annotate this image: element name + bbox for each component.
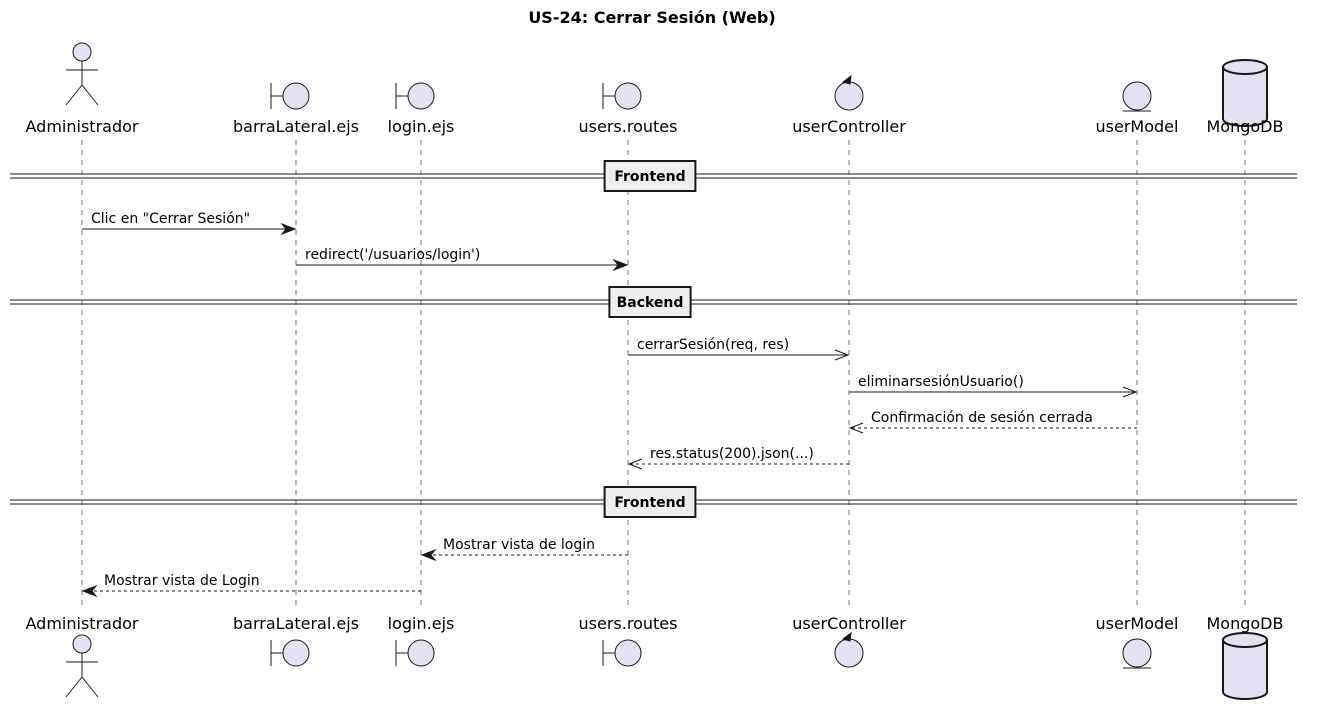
arrowhead	[420, 548, 437, 562]
participant-top-mongo: MongoDB	[1207, 59, 1284, 136]
divider-label: Backend	[617, 295, 684, 311]
participant-label: login.ejs	[388, 614, 455, 633]
participant-top-controller: userController	[792, 74, 906, 136]
participant-bottom-routes: users.routes	[579, 614, 678, 667]
actor-icon	[72, 42, 92, 62]
message-arrow: eliminarsesiónUsuario()	[849, 374, 1138, 398]
arrowhead	[848, 422, 864, 434]
message-arrow: Mostrar vista de login	[420, 537, 628, 562]
actor-icon	[81, 676, 99, 698]
divider-box	[603, 486, 697, 518]
divider-label: Frontend	[614, 169, 685, 185]
message-arrow: res.status(200).json(...)	[627, 446, 849, 470]
boundary-icon	[614, 82, 642, 110]
participant-bottom-login: login.ejs	[388, 614, 455, 667]
divider-frontend: Frontend	[10, 160, 1297, 192]
participant-label: userModel	[1096, 117, 1179, 136]
divider-box	[608, 286, 692, 318]
message-arrow: Mostrar vista de Login	[81, 573, 421, 598]
message-arrow: redirect('/usuarios/login')	[296, 247, 629, 272]
participant-bottom-admin: Administrador	[26, 614, 139, 698]
participant-top-admin: Administrador	[26, 42, 139, 136]
participant-label: barraLateral.ejs	[233, 117, 359, 136]
diagram-title: US-24: Cerrar Sesión (Web)	[528, 8, 775, 27]
control-icon	[834, 81, 864, 111]
message-arrow: Clic en "Cerrar Sesión"	[82, 211, 297, 236]
participant-heads: AdministradorAdministradorbarraLateral.e…	[26, 42, 1284, 700]
control-icon	[834, 638, 864, 668]
arrowhead	[81, 584, 98, 598]
participant-top-barra: barraLateral.ejs	[233, 82, 359, 136]
message-label: cerrarSesión(req, res)	[637, 337, 789, 353]
actor-icon	[81, 84, 99, 106]
boundary-icon	[614, 639, 642, 667]
control-icon	[841, 74, 852, 85]
participant-bottom-mongo: MongoDB	[1207, 614, 1284, 700]
participant-label: Administrador	[26, 117, 139, 136]
divider-label: Frontend	[614, 495, 685, 511]
actor-icon	[65, 676, 83, 698]
participant-top-login: login.ejs	[388, 82, 455, 136]
database-icon	[1222, 67, 1268, 127]
message-label: Mostrar vista de login	[443, 537, 595, 553]
participant-label: userController	[792, 614, 906, 633]
divider-backend: Backend	[10, 286, 1297, 318]
participant-bottom-controller: userController	[792, 614, 906, 668]
entity-icon	[1122, 638, 1152, 668]
database-icon	[1222, 640, 1268, 700]
message-label: redirect('/usuarios/login')	[305, 247, 480, 263]
message-label: Mostrar vista de Login	[104, 573, 260, 589]
participant-bottom-model: userModel	[1096, 614, 1179, 669]
participant-label: users.routes	[579, 614, 678, 633]
lifelines	[81, 140, 1246, 610]
participant-label: barraLateral.ejs	[233, 614, 359, 633]
message-label: res.status(200).json(...)	[650, 446, 814, 462]
arrowhead	[627, 458, 643, 470]
message-label: eliminarsesiónUsuario()	[858, 374, 1024, 390]
actor-icon	[72, 634, 92, 654]
message-label: Clic en "Cerrar Sesión"	[91, 211, 250, 227]
participant-top-routes: users.routes	[579, 82, 678, 136]
entity-icon	[1122, 81, 1152, 111]
arrowhead	[1122, 386, 1138, 398]
divider-box	[603, 160, 697, 192]
divider-frontend: Frontend	[10, 486, 1297, 518]
participant-label: userController	[792, 117, 906, 136]
arrowhead	[834, 349, 850, 361]
participant-label: MongoDB	[1207, 117, 1284, 136]
boundary-icon	[282, 639, 310, 667]
boundary-icon	[282, 82, 310, 110]
participant-label: users.routes	[579, 117, 678, 136]
participant-label: userModel	[1096, 614, 1179, 633]
actor-icon	[65, 84, 83, 106]
control-icon	[841, 631, 852, 642]
arrowhead	[280, 222, 297, 236]
database-icon	[1222, 632, 1268, 648]
participant-top-model: userModel	[1096, 81, 1179, 136]
message-arrow: Confirmación de sesión cerrada	[848, 410, 1137, 434]
participant-label: login.ejs	[388, 117, 455, 136]
participant-label: MongoDB	[1207, 614, 1284, 633]
database-icon	[1222, 59, 1268, 75]
message-arrow: cerrarSesión(req, res)	[628, 337, 850, 361]
participant-label: Administrador	[26, 614, 139, 633]
message-label: Confirmación de sesión cerrada	[871, 410, 1093, 426]
messages: Clic en "Cerrar Sesión" redirect('/usuari…	[81, 211, 1138, 598]
boundary-icon	[407, 82, 435, 110]
arrowhead	[612, 258, 629, 272]
participant-bottom-barra: barraLateral.ejs	[233, 614, 359, 667]
boundary-icon	[407, 639, 435, 667]
